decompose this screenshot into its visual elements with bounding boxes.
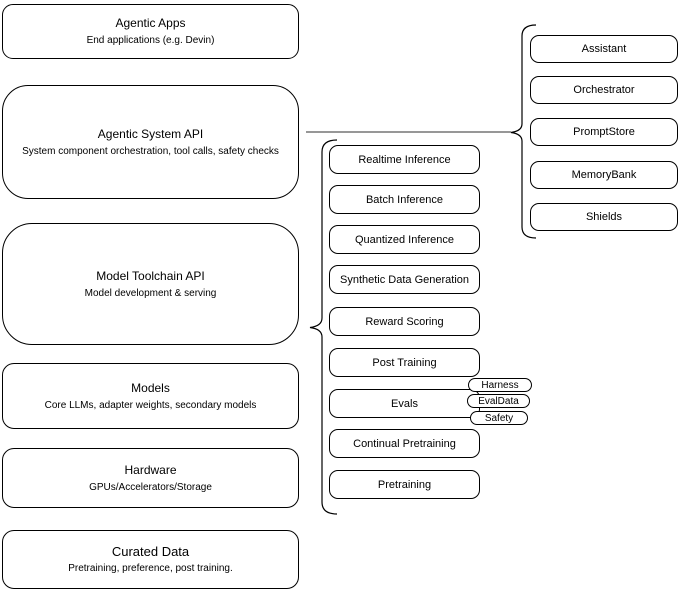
component-label: PromptStore	[573, 126, 635, 138]
component-label: MemoryBank	[571, 169, 637, 181]
evals-tag-evaldata: EvalData	[467, 394, 530, 408]
evals-tag-label: EvalData	[478, 395, 519, 407]
box-title: Hardware	[124, 462, 177, 477]
component-label: Assistant	[581, 43, 627, 55]
box-title: Agentic Apps	[115, 16, 186, 30]
box-title: Model Toolchain API	[96, 268, 205, 283]
toolchain-item-label: Continual Pretraining	[353, 437, 456, 450]
box-title: Agentic System API	[97, 126, 204, 141]
component-label: Shields	[585, 211, 623, 223]
toolchain-item-synthetic-data-generation: Synthetic Data Generation	[329, 265, 480, 294]
component-assistant: Assistant	[530, 35, 678, 63]
toolchain-item-label: Pretraining	[377, 478, 432, 491]
box-subtitle: GPUs/Accelerators/Storage	[89, 481, 212, 493]
toolchain-item-label: Batch Inference	[365, 193, 444, 206]
toolchain-item-batch-inference: Batch Inference	[329, 185, 480, 214]
box-model-toolchain-api: Model Toolchain API Model development & …	[2, 223, 299, 345]
toolchain-item-quantized-inference: Quantized Inference	[329, 225, 480, 254]
box-title: Models	[131, 380, 170, 395]
box-subtitle: System component orchestration, tool cal…	[22, 145, 279, 157]
toolchain-item-label: Reward Scoring	[365, 315, 444, 328]
toolchain-item-post-training: Post Training	[329, 348, 480, 377]
toolchain-item-label: Synthetic Data Generation	[339, 273, 470, 286]
box-agentic-apps: Agentic Apps End applications (e.g. Devi…	[2, 4, 299, 59]
components-group-brace	[510, 24, 537, 239]
toolchain-group-brace	[309, 139, 338, 515]
toolchain-item-continual-pretraining: Continual Pretraining	[329, 429, 480, 458]
toolchain-item-reward-scoring: Reward Scoring	[329, 307, 480, 336]
evals-tag-safety: Safety	[470, 411, 528, 425]
evals-tag-label: Harness	[481, 379, 519, 391]
toolchain-item-label: Evals	[391, 397, 418, 410]
component-orchestrator: Orchestrator	[530, 76, 678, 104]
box-hardware: Hardware GPUs/Accelerators/Storage	[2, 448, 299, 508]
toolchain-item-evals: Evals	[329, 389, 480, 418]
toolchain-item-pretraining: Pretraining	[329, 470, 480, 499]
box-subtitle: Pretraining, preference, post training.	[68, 563, 233, 574]
toolchain-item-label: Realtime Inference	[358, 153, 451, 166]
component-memorybank: MemoryBank	[530, 161, 678, 189]
box-curated-data: Curated Data Pretraining, preference, po…	[2, 530, 299, 589]
toolchain-item-label: Post Training	[372, 356, 437, 369]
evals-tag-harness: Harness	[468, 378, 532, 392]
toolchain-item-realtime-inference: Realtime Inference	[329, 145, 480, 174]
box-subtitle: Core LLMs, adapter weights, secondary mo…	[44, 399, 257, 411]
box-models: Models Core LLMs, adapter weights, secon…	[2, 363, 299, 429]
box-subtitle: Model development & serving	[84, 287, 217, 299]
evals-tag-label: Safety	[484, 412, 514, 424]
component-shields: Shields	[530, 203, 678, 231]
toolchain-item-label: Quantized Inference	[354, 233, 455, 246]
component-promptstore: PromptStore	[530, 118, 678, 146]
box-agentic-system-api: Agentic System API System component orch…	[2, 85, 299, 199]
box-subtitle: End applications (e.g. Devin)	[86, 35, 215, 46]
box-title: Curated Data	[111, 544, 190, 559]
component-label: Orchestrator	[573, 84, 635, 96]
